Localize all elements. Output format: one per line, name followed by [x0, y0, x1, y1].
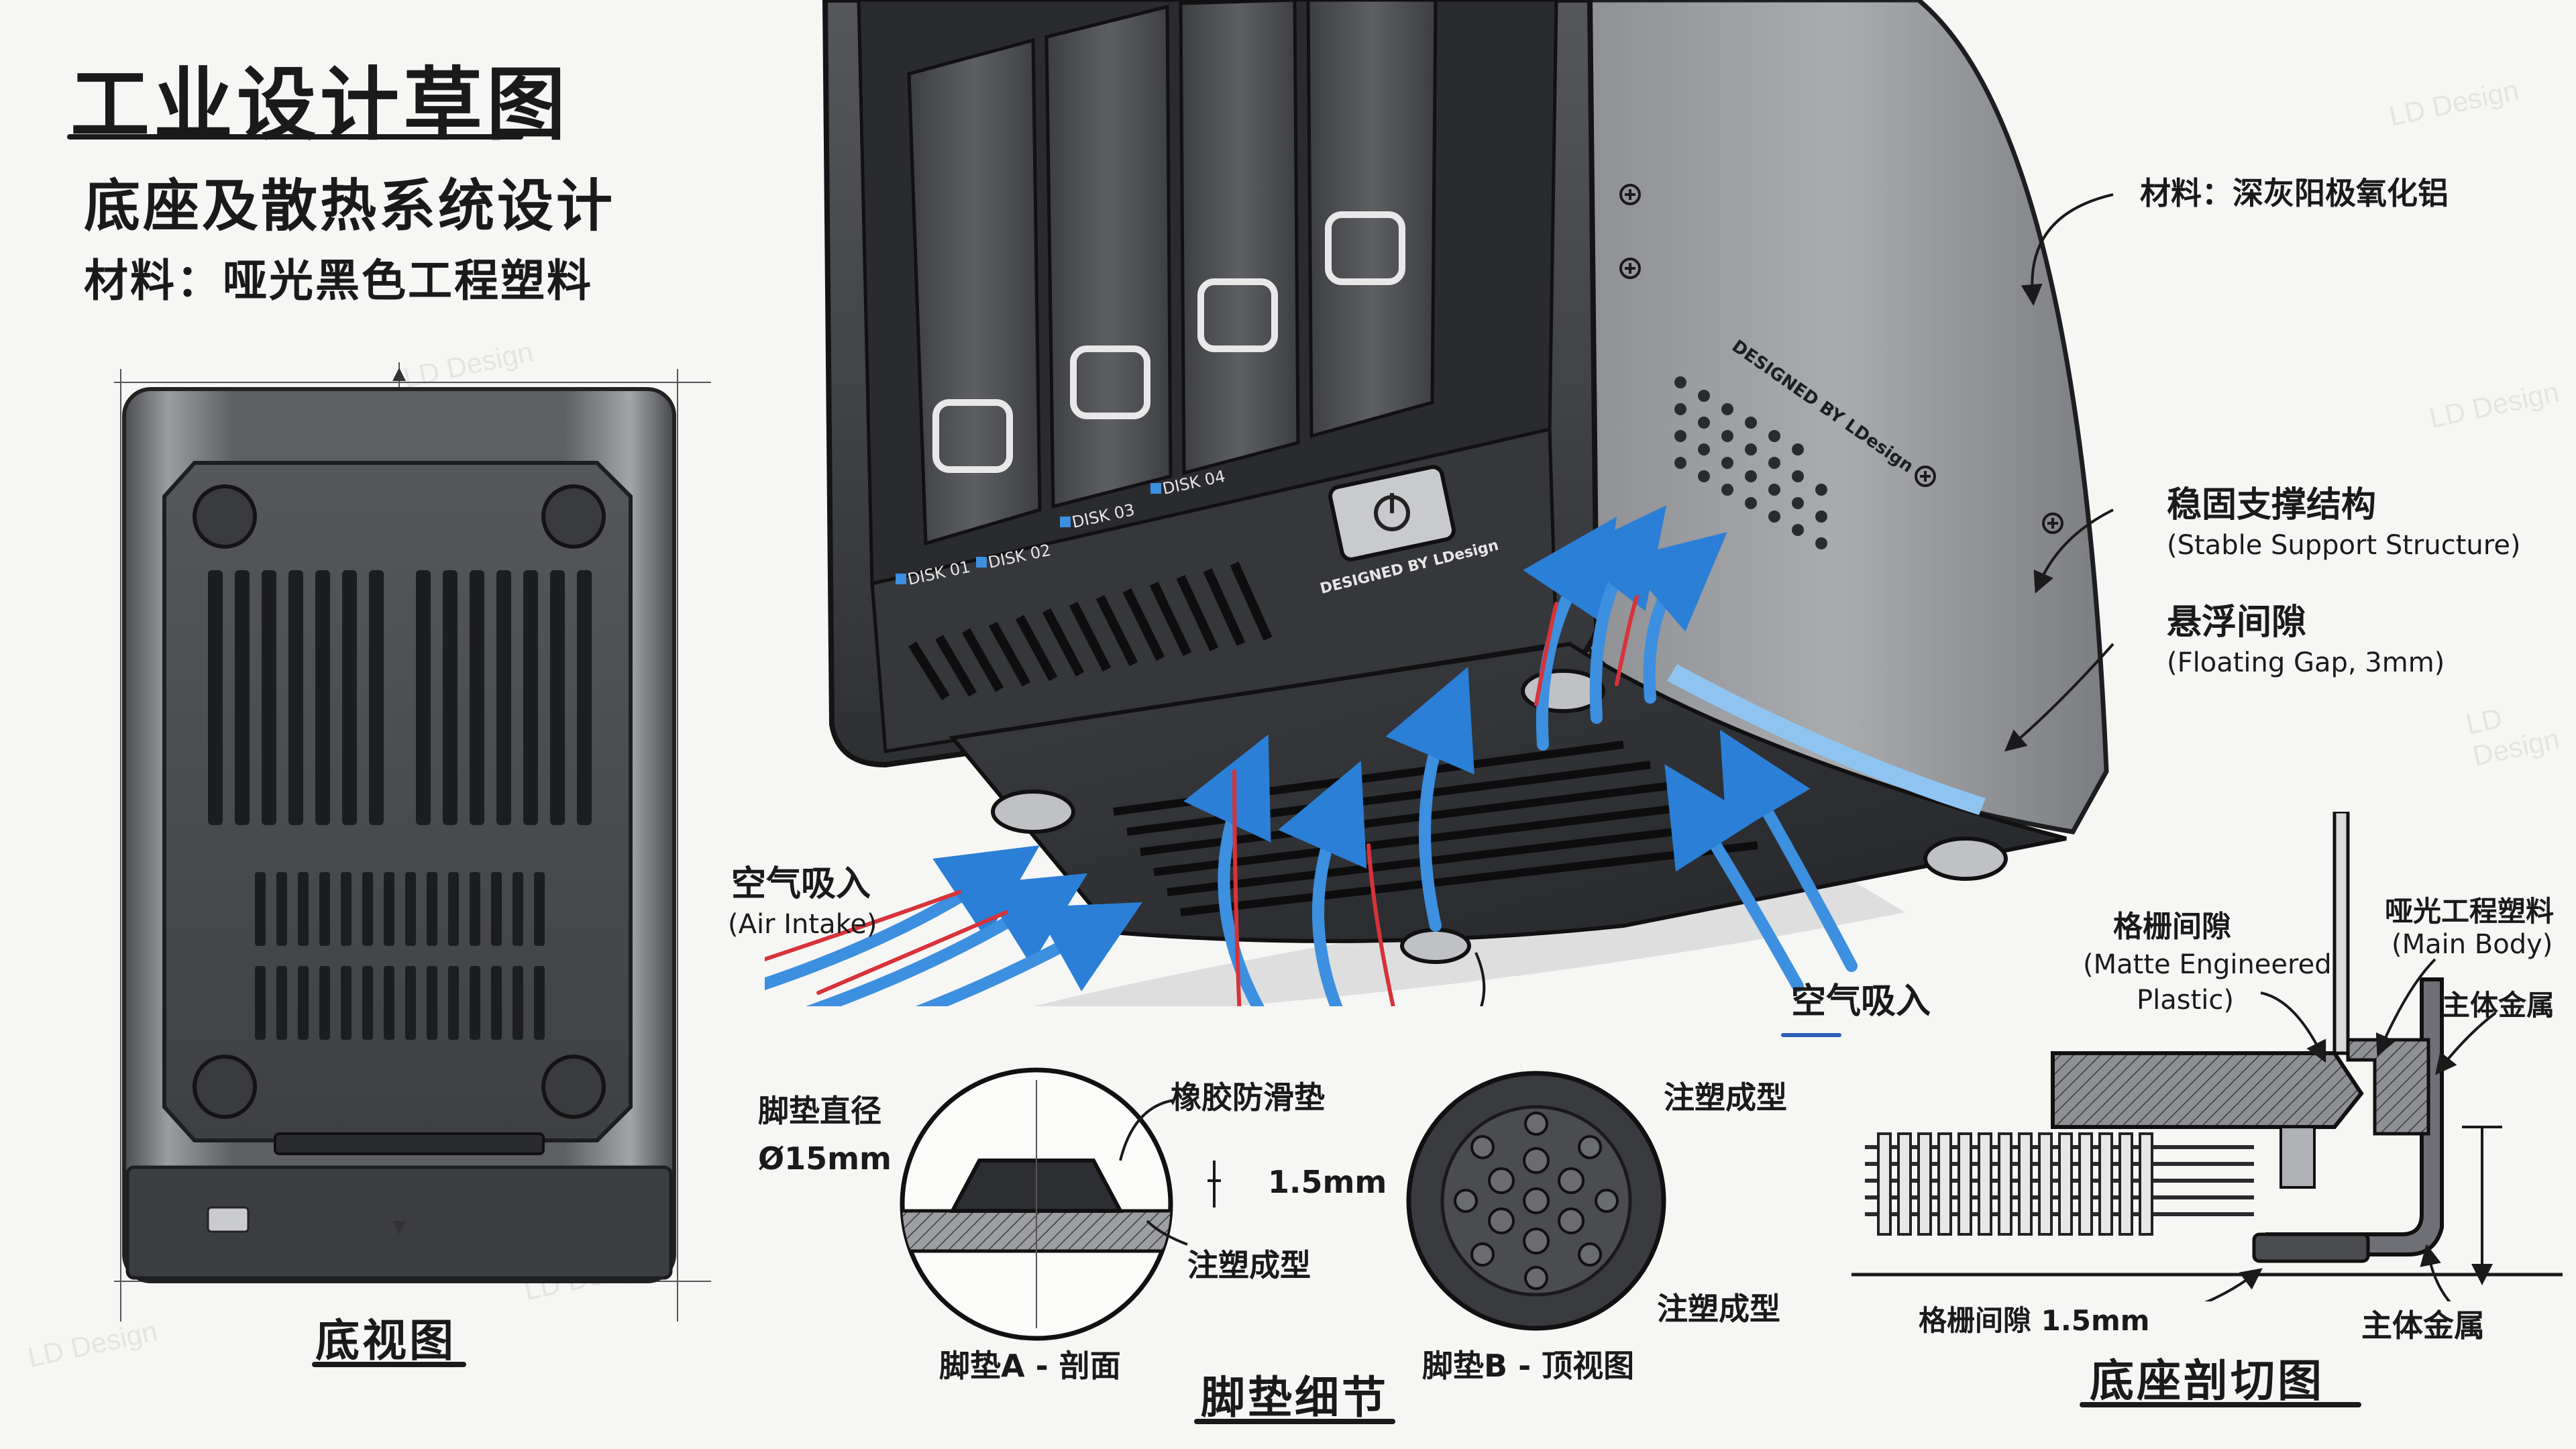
- body-material-label: 哑光工程塑料: [2385, 895, 2555, 928]
- nas-perspective-drawing: DISK 01 DISK 02 DISK 03 DISK 04 DESIGNED…: [765, 0, 2114, 1006]
- foot-diameter-label: 脚垫直径: [758, 1093, 881, 1129]
- base-section-drawing: [1851, 812, 2563, 1301]
- caption-underline: [312, 1362, 466, 1367]
- grille-gap-en-2: Plastic): [2137, 985, 2234, 1016]
- foot-diameter-value: Ø15mm: [758, 1140, 892, 1177]
- base-section-title: 底座剖切图: [2090, 1355, 2324, 1407]
- bottom-view-drawing: [114, 362, 711, 1322]
- foot-height-label: 1.5mm: [1268, 1164, 1387, 1200]
- foot-a-leaders: [1119, 1099, 1221, 1246]
- foot-title-underline: [1194, 1419, 1395, 1424]
- foot-b-top-drawing: [1406, 1071, 1666, 1331]
- foot-a-molded-label: 注塑成型: [1187, 1247, 1311, 1283]
- air-intake-right-label: 空气吸入: [1791, 981, 1931, 1022]
- air-intake-left-label: 空气吸入: [731, 864, 871, 904]
- foot-b-molded-bottom: 注塑成型: [1657, 1291, 1780, 1327]
- bottom-view-caption: 底视图: [315, 1315, 456, 1366]
- grille-gap-dimension: 格栅间隙 1.5mm: [1919, 1304, 2150, 1337]
- title-underline: [67, 134, 523, 140]
- watermark: LD Design: [2463, 702, 2563, 772]
- foot-b-molded-top: 注塑成型: [1664, 1079, 1787, 1116]
- watermark: LD Design: [2426, 376, 2562, 434]
- foot-a-caption: 脚垫A - 剖面: [939, 1348, 1121, 1384]
- metal-top-label: 主体金属: [2442, 989, 2555, 1022]
- air-intake-left-en: (Air Intake): [728, 909, 877, 940]
- base-title-underline: [2080, 1402, 2361, 1407]
- foot-a-section-drawing: [900, 1067, 1173, 1341]
- floating-gap-en: (Floating Gap, 3mm): [2167, 647, 2445, 678]
- intake-underline: [1781, 1033, 1841, 1037]
- grille-gap-label: 格栅间隙: [2113, 910, 2231, 944]
- page-subtitle: 底座及散热系统设计: [84, 173, 616, 239]
- foot-b-caption: 脚垫B - 顶视图: [1422, 1348, 1635, 1384]
- material-right-label: 材料：深灰阳极氧化铝: [2140, 175, 2449, 211]
- support-structure-label: 稳固支撑结构: [2167, 485, 2377, 525]
- material-note: 材料：哑光黑色工程塑料: [84, 255, 593, 307]
- floating-gap-label: 悬浮间隙: [2167, 602, 2307, 643]
- metal-bottom-label: 主体金属: [2361, 1307, 2485, 1344]
- foot-detail-title: 脚垫细节: [1201, 1372, 1389, 1424]
- body-material-en: (Main Body): [2392, 929, 2553, 960]
- support-structure-en: (Stable Support Structure): [2167, 530, 2521, 561]
- rubber-pad-label: 橡胶防滑垫: [1171, 1079, 1325, 1116]
- watermark: LD Design: [2386, 74, 2522, 132]
- grille-gap-en-1: (Matte Engineered: [2083, 949, 2332, 980]
